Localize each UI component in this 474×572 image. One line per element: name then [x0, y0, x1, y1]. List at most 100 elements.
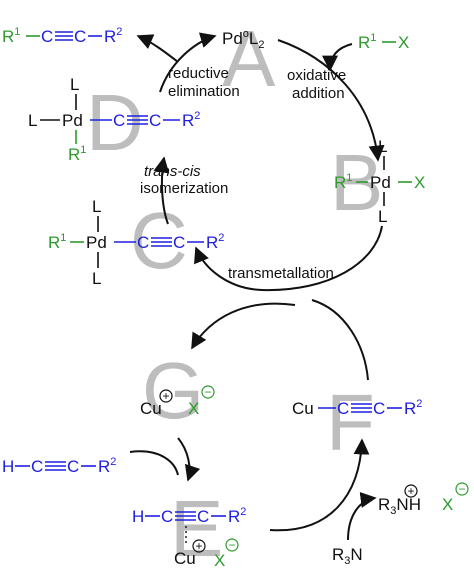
e-c2: C — [197, 507, 209, 526]
cu-to-pd-arrow — [191, 302, 296, 350]
svg-text:+: + — [195, 539, 202, 553]
e-r2: R2 — [228, 506, 246, 526]
complex-c: L R1 Pd C C R2 L — [48, 197, 224, 288]
e-c1: C — [161, 507, 173, 526]
ammonium-r3nh: R3NH — [378, 495, 421, 517]
c-r2: R2 — [206, 232, 224, 252]
c-triple-bond — [151, 237, 172, 247]
d-ligand-left: L — [28, 111, 37, 130]
g-to-e-arrow — [177, 437, 201, 482]
r1x-x: X — [398, 33, 409, 52]
base-r3n: R3N — [332, 545, 363, 567]
f-r2: R2 — [404, 398, 422, 418]
letter-d: D — [86, 78, 144, 167]
b-ligand-top: L — [378, 137, 387, 156]
base-to-ammonium-arrow — [347, 491, 377, 541]
ammonium-salt: R3NH + X − — [378, 482, 469, 517]
c-c2: C — [173, 233, 185, 252]
alkyne-triple-bond — [45, 461, 66, 471]
alkyne-r2: R2 — [98, 456, 116, 476]
b-pd: Pd — [370, 173, 391, 192]
alkyne-c1: C — [31, 457, 43, 476]
terminal-alkyne: H C C R2 — [2, 456, 116, 476]
d-c2: C — [149, 111, 161, 130]
label-elimination: elimination — [168, 83, 240, 100]
label-isomerization: isomerization — [140, 180, 228, 197]
svg-text:+: + — [162, 389, 169, 403]
e-x: X — [214, 551, 225, 570]
ammonium-x-charge — [455, 482, 469, 496]
f-c2: C — [373, 399, 385, 418]
product-triple-bond — [55, 31, 73, 41]
c-ligand-bottom: L — [92, 269, 101, 288]
svg-text:−: − — [458, 482, 465, 496]
isomerization-arrow — [153, 156, 170, 225]
d-c1: C — [113, 111, 125, 130]
c-c1: C — [137, 233, 149, 252]
f-c1: C — [337, 399, 349, 418]
ammonium-x: X — [442, 495, 453, 514]
complex-d: L L Pd C C R2 R1 — [28, 75, 200, 164]
alkyne-join-arrow — [129, 450, 179, 476]
product-r2: R2 — [104, 26, 122, 46]
e-to-f-arrow — [269, 438, 370, 532]
letter-a: A — [222, 14, 276, 103]
label-oxidative: oxidative — [287, 67, 346, 84]
svg-text:−: − — [228, 538, 235, 552]
g-x-charge — [201, 385, 215, 399]
alkyne-c2: C — [67, 457, 79, 476]
f-triple-bond — [351, 403, 372, 413]
e-h: H — [132, 507, 144, 526]
e-triple-bond — [175, 511, 196, 521]
b-x: X — [414, 173, 425, 192]
transmetallation-arrow — [194, 225, 383, 292]
r1x-r1: R1 — [358, 32, 376, 52]
pd-cycle-arrows — [136, 32, 385, 292]
species-e: H C C R2 Cu + X − — [132, 506, 246, 570]
r1x-reagent: R1 X — [358, 32, 409, 52]
c-r1: R1 — [48, 232, 66, 252]
oxidative-addition-arrow — [277, 39, 385, 162]
d-ligand-top: L — [70, 75, 79, 94]
d-pd: Pd — [62, 111, 83, 130]
product-release-arrow — [136, 34, 179, 63]
cu-cycle-arrows — [129, 299, 377, 541]
ammonium-charge — [404, 484, 418, 498]
c-pd: Pd — [86, 233, 107, 252]
r1x-entry-arrow — [322, 43, 353, 72]
b-ligand-bottom: L — [378, 207, 387, 226]
d-r1: R1 — [68, 144, 86, 164]
letter-e: E — [170, 484, 223, 572]
e-x-charge — [225, 538, 239, 552]
letter-f: F — [326, 378, 375, 467]
d-r2: R2 — [182, 110, 200, 130]
pd0l2-label: PdoL2 — [222, 28, 265, 51]
e-cu: Cu — [174, 549, 196, 568]
product-c2: C — [74, 27, 86, 46]
label-reductive: reductive — [168, 65, 229, 82]
species-f: Cu C C R2 — [292, 398, 422, 418]
e-cu-charge — [192, 539, 206, 553]
product-alkyne: R1 C C R2 — [2, 26, 122, 46]
d-triple-bond — [127, 115, 148, 125]
alkyne-h: H — [2, 457, 14, 476]
letter-c: C — [130, 196, 188, 285]
g-cu-charge — [159, 389, 173, 403]
f-cu: Cu — [292, 399, 314, 418]
complex-b: L R1 Pd X L — [334, 137, 425, 226]
product-r1: R1 — [2, 26, 20, 46]
letter-g: G — [142, 346, 204, 435]
b-r1: R1 — [334, 172, 352, 192]
label-transmetallation: transmetallation — [228, 265, 334, 282]
f-to-top-arc — [311, 299, 369, 381]
g-cu: Cu — [140, 399, 162, 418]
svg-text:−: − — [204, 385, 211, 399]
svg-text:+: + — [407, 484, 414, 498]
species-g: Cu + X − — [140, 385, 215, 418]
product-c1: C — [41, 27, 53, 46]
g-x: X — [188, 399, 199, 418]
label-trans-cis: trans-cis — [144, 163, 201, 180]
label-addition: addition — [292, 85, 345, 102]
c-ligand-top: L — [92, 197, 101, 216]
